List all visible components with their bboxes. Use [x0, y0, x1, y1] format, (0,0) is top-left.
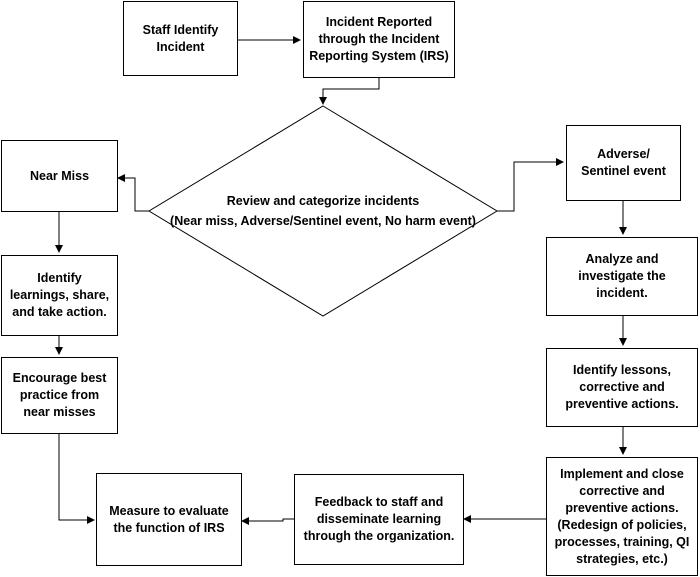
near-miss-box: Near Miss	[1, 140, 118, 212]
feedback-disseminate-label: Feedback to staff and disseminate learni…	[303, 495, 455, 543]
feedback-disseminate-box: Feedback to staff and disseminate learni…	[294, 474, 464, 565]
adverse-sentinel-box: Adverse/ Sentinel event	[566, 125, 681, 201]
staff-identify-incident-label: Staff Identify Incident	[142, 22, 219, 54]
identify-learnings-box: Identify learnings, share, and take acti…	[1, 255, 118, 336]
arrow-encourage-to-measure	[58, 434, 95, 524]
arrow-review-to-adverse	[497, 158, 564, 212]
encourage-best-practice-label: Encourage best practice from near misses	[12, 371, 107, 419]
identify-lessons-box: Identify lessons, corrective and prevent…	[546, 348, 698, 427]
encourage-best-practice-box: Encourage best practice from near misses	[1, 357, 118, 434]
analyze-investigate-label: Analyze and investigate the incident.	[578, 252, 666, 300]
near-miss-label: Near Miss	[29, 168, 90, 183]
staff-identify-incident-box: Staff Identify Incident	[123, 1, 238, 76]
incident-reported-box: Incident Reported through the Incident R…	[303, 1, 455, 78]
arrow-feedback-to-measure	[241, 517, 294, 525]
incident-reported-label: Incident Reported through the Incident R…	[309, 15, 449, 63]
implement-close-actions-box: Implement and close corrective and preve…	[546, 457, 698, 576]
analyze-investigate-box: Analyze and investigate the incident.	[546, 237, 698, 316]
arrow-review-to-near-miss	[117, 174, 149, 212]
review-categorize-label: Review and categorize incidents (Near mi…	[170, 194, 476, 228]
identify-learnings-label: Identify learnings, share, and take acti…	[9, 271, 110, 319]
measure-evaluate-label: Measure to evaluate the function of IRS	[109, 503, 229, 535]
arrow-reported-to-review	[319, 78, 380, 105]
adverse-sentinel-label: Adverse/ Sentinel event	[581, 147, 666, 178]
review-diamond-shape	[148, 105, 498, 317]
measure-evaluate-box: Measure to evaluate the function of IRS	[96, 473, 242, 566]
implement-close-actions-label: Implement and close corrective and preve…	[554, 466, 690, 566]
identify-lessons-label: Identify lessons, corrective and prevent…	[565, 363, 679, 411]
